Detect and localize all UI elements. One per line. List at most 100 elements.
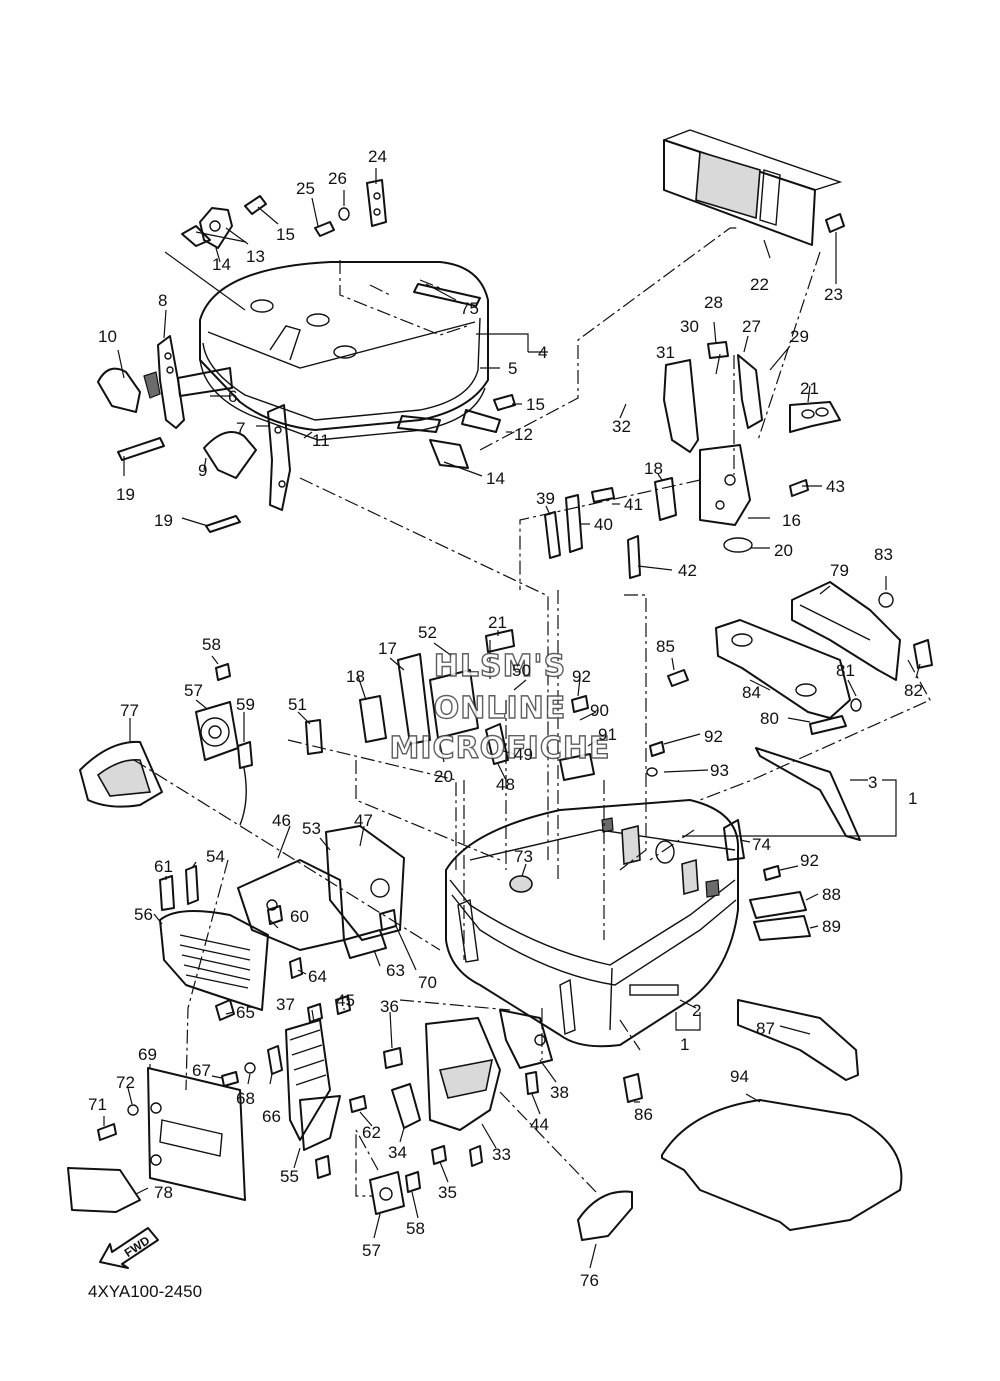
callout-93: 93	[710, 761, 729, 780]
callout-11: 11	[312, 431, 330, 450]
callout-25: 25	[296, 179, 315, 198]
callout-54: 54	[206, 847, 225, 866]
lower-left-parts	[67, 995, 351, 1213]
callout-42: 42	[678, 561, 697, 580]
callout-56: 56	[134, 905, 153, 924]
callout-10: 10	[98, 327, 117, 346]
left-hardware	[159, 825, 405, 1021]
callout-15: 15	[276, 225, 295, 244]
callout-29: 29	[790, 327, 809, 346]
left-hinges	[97, 335, 516, 533]
callout-36: 36	[380, 997, 399, 1016]
assembly-lines	[133, 227, 931, 1197]
callout-55: 55	[280, 1167, 299, 1186]
callout-51: 51	[288, 695, 307, 714]
callout-28: 28	[704, 293, 723, 312]
callout-58: 58	[202, 635, 221, 654]
callout-82: 82	[904, 681, 923, 700]
callout-16: 16	[782, 511, 801, 530]
callout-26: 26	[328, 169, 347, 188]
side-brackets	[723, 747, 861, 1081]
callout-92: 92	[704, 727, 723, 746]
callout-15: 15	[526, 395, 545, 414]
callout-40: 40	[594, 515, 613, 534]
callout-63: 63	[386, 961, 405, 980]
lower-center-parts	[349, 1009, 643, 1241]
callout-67: 67	[192, 1061, 211, 1080]
callout-1: 1	[680, 1035, 689, 1054]
callout-60: 60	[290, 907, 309, 926]
callout-44: 44	[530, 1115, 549, 1134]
callout-9: 9	[198, 461, 207, 480]
leader-lines	[103, 168, 921, 1269]
fwd-arrow-icon: FWD	[99, 1227, 159, 1269]
callout-48: 48	[496, 775, 515, 794]
callout-19: 19	[154, 511, 173, 530]
callout-37: 37	[276, 995, 295, 1014]
callout-20: 20	[774, 541, 793, 560]
callout-numbers: 24 26 25 15 13 14 75 4 5 8 10 6 15 7 12 …	[88, 147, 923, 1290]
callout-27: 27	[742, 317, 761, 336]
callout-74: 74	[752, 835, 771, 854]
callout-20: 20	[434, 767, 453, 786]
latch-mechanism	[544, 341, 841, 579]
callout-5: 5	[508, 359, 517, 378]
callout-45: 45	[336, 991, 355, 1010]
watermark-line-1: HLSM'S	[434, 649, 566, 684]
lid-small-parts	[164, 179, 481, 311]
callout-69: 69	[138, 1045, 157, 1064]
callout-1: 1	[908, 789, 917, 808]
callout-49: 49	[514, 745, 533, 764]
fwd-label: FWD	[122, 1233, 153, 1260]
callout-75: 75	[460, 299, 479, 318]
callout-79: 79	[830, 561, 849, 580]
callout-43: 43	[826, 477, 845, 496]
callout-21: 21	[800, 379, 819, 398]
callout-50: 50	[512, 661, 531, 680]
callout-89: 89	[822, 917, 841, 936]
callout-13: 13	[246, 247, 265, 266]
callout-59: 59	[236, 695, 255, 714]
callout-83: 83	[874, 545, 893, 564]
callout-91: 91	[598, 725, 617, 744]
callout-78: 78	[154, 1183, 173, 1202]
bottom-mat	[661, 1099, 903, 1231]
watermark: HLSM'S ONLINE MICROFICHE	[389, 648, 610, 766]
callout-18: 18	[346, 667, 365, 686]
callout-6: 6	[228, 387, 237, 406]
callout-14: 14	[486, 469, 505, 488]
callout-41: 41	[624, 495, 643, 514]
callout-57: 57	[362, 1241, 381, 1260]
callout-84: 84	[742, 683, 761, 702]
mount-bracket	[667, 581, 933, 735]
panel-22	[663, 129, 845, 246]
callout-24: 24	[368, 147, 387, 166]
callout-23: 23	[824, 285, 843, 304]
callout-58: 58	[406, 1219, 425, 1238]
callout-46: 46	[272, 811, 291, 830]
callout-7: 7	[236, 419, 245, 438]
callout-30: 30	[680, 317, 699, 336]
speaker-assembly	[79, 663, 253, 826]
callout-21: 21	[488, 613, 507, 632]
callout-71: 71	[88, 1095, 107, 1114]
callout-38: 38	[550, 1083, 569, 1102]
callout-3: 3	[868, 773, 877, 792]
callout-81: 81	[836, 661, 855, 680]
callout-39: 39	[536, 489, 555, 508]
callout-62: 62	[362, 1123, 381, 1142]
callout-17: 17	[378, 639, 397, 658]
center-latch	[305, 629, 665, 781]
callout-73: 73	[514, 847, 533, 866]
callout-19: 19	[116, 485, 135, 504]
callout-88: 88	[822, 885, 841, 904]
callout-64: 64	[308, 967, 327, 986]
callout-31: 31	[656, 343, 675, 362]
callout-76: 76	[580, 1271, 599, 1290]
callout-77: 77	[120, 701, 139, 720]
callout-66: 66	[262, 1107, 281, 1126]
callout-18: 18	[644, 459, 663, 478]
callout-35: 35	[438, 1183, 457, 1202]
callout-70: 70	[418, 973, 437, 992]
